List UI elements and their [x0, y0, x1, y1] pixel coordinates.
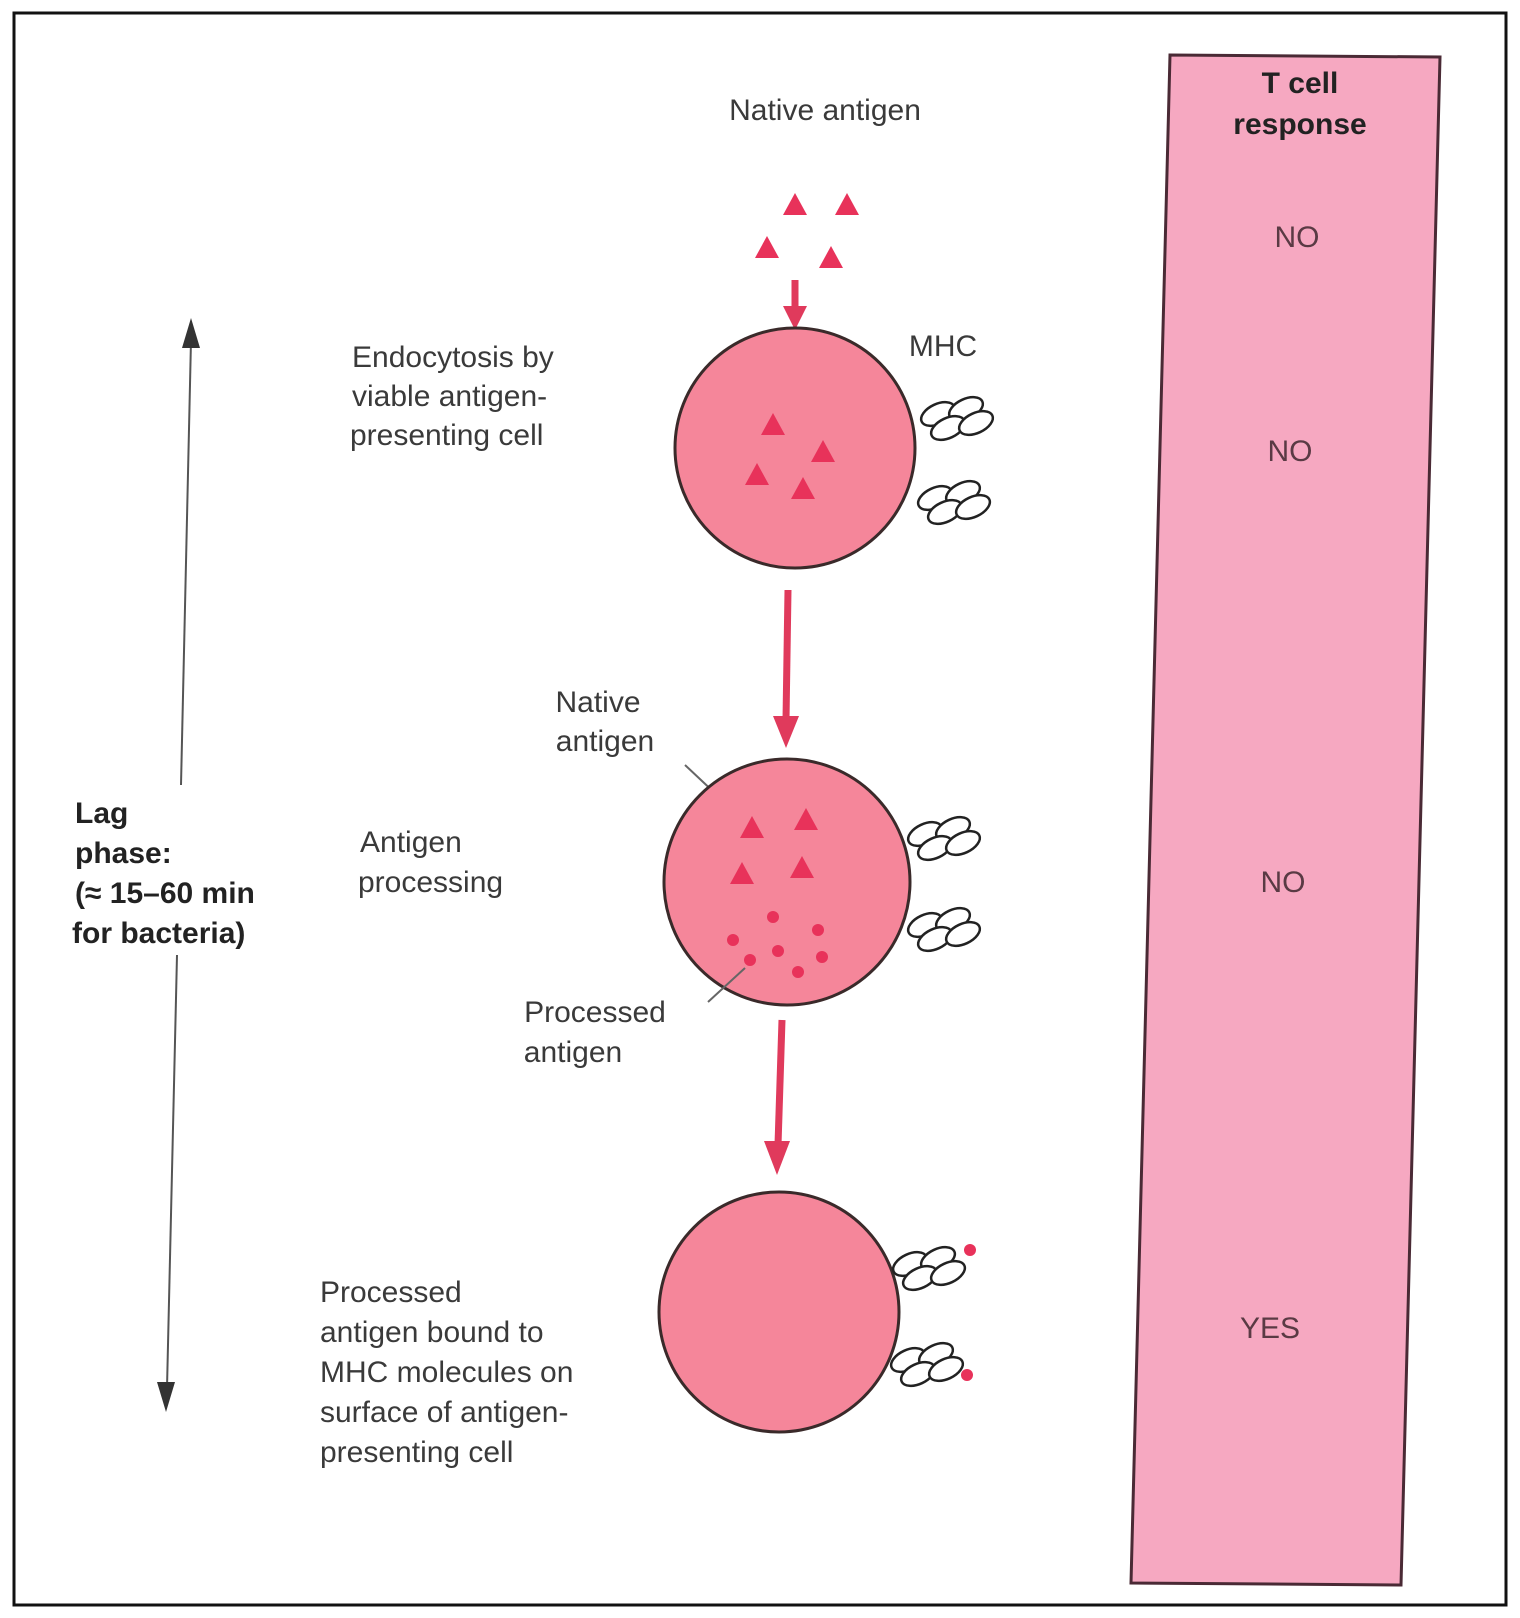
- response-value-4: YES: [1240, 1312, 1300, 1345]
- response-value-3: NO: [1261, 866, 1306, 899]
- step-3-line-4: surface of antigen-: [320, 1396, 568, 1429]
- mhc-molecule-icon: [913, 475, 995, 530]
- native-antigen-title: Native antigen: [729, 94, 921, 127]
- callout-processed-line-2: antigen: [524, 1036, 622, 1069]
- dot-processed-antigen-icon: [744, 954, 756, 966]
- callout-processed-line-1: Processed: [524, 996, 666, 1029]
- dot-processed-antigen-icon: [816, 951, 828, 963]
- step-3-line-1: Processed: [320, 1276, 462, 1309]
- dot-processed-antigen-icon: [727, 934, 739, 946]
- lag-arrowhead-bottom: [157, 1382, 175, 1412]
- response-panel-background: [1129, 53, 1442, 1587]
- step-3-label: Processed antigen bound to MHC molecules…: [320, 1276, 573, 1469]
- mhc-molecule-icon: [903, 811, 985, 866]
- lag-arrow-up: [180, 339, 192, 786]
- step-3-line-2: antigen bound to: [320, 1316, 544, 1349]
- triangle-antigen-icon: [761, 413, 785, 435]
- triangle-antigen-icon: [790, 856, 814, 878]
- figure-frame: [12, 11, 1508, 1607]
- response-value-1: NO: [1275, 221, 1320, 254]
- triangle-antigen-icon: [811, 440, 835, 462]
- step-arrow-1: [773, 589, 799, 748]
- lag-phase-line-2: phase:: [75, 837, 172, 870]
- lag-arrowhead-top: [182, 318, 200, 348]
- triangle-antigen-icon: [730, 862, 754, 884]
- dot-processed-antigen-icon: [961, 1369, 973, 1381]
- mhc-molecule-icon: [916, 391, 998, 446]
- step-2-label: Antigen processing: [358, 826, 503, 899]
- dot-processed-antigen-icon: [772, 945, 784, 957]
- mhc-label: MHC: [909, 330, 977, 363]
- callout-native-line-1: Native: [555, 686, 640, 719]
- panel-header-line-2: response: [1233, 108, 1366, 141]
- step-3-line-3: MHC molecules on: [320, 1356, 573, 1389]
- lag-phase-axis: Lag phase: (≈ 15–60 min for bacteria): [72, 318, 255, 1412]
- triangle-antigen-icon: [745, 463, 769, 485]
- step-2-line-1: Antigen: [360, 826, 462, 859]
- antigen-presenting-cell-3: [657, 1190, 901, 1434]
- triangle-antigen-icon: [835, 193, 859, 215]
- cell-2-processing: [662, 757, 985, 1007]
- callout-native-line-2: antigen: [556, 725, 654, 758]
- mhc-molecule-icon: [903, 902, 985, 957]
- lag-phase-line-1: Lag: [75, 797, 128, 830]
- lag-phase-line-3: (≈ 15–60 min: [75, 877, 255, 910]
- step-arrow-2: [764, 1019, 790, 1175]
- free-antigens: [755, 193, 859, 268]
- lag-arrow-down: [166, 954, 178, 1389]
- triangle-antigen-icon: [819, 246, 843, 268]
- mhc-molecule-icon: [886, 1337, 968, 1392]
- triangle-antigen-icon: [791, 477, 815, 499]
- step-1-line-2: viable antigen-: [352, 380, 547, 413]
- triangle-antigen-icon: [755, 236, 779, 258]
- antigen-presenting-cell-1: [673, 326, 917, 570]
- dot-processed-antigen-icon: [767, 911, 779, 923]
- step-2-line-2: processing: [358, 866, 503, 899]
- response-value-2: NO: [1268, 435, 1313, 468]
- lag-phase-line-4: for bacteria): [72, 917, 245, 950]
- t-cell-response-panel: T cell response NO NO NO YES: [1129, 53, 1442, 1587]
- triangle-antigen-icon: [740, 816, 764, 838]
- callout-processed-leader: [707, 967, 746, 1003]
- step-1-line-1: Endocytosis by: [352, 341, 554, 374]
- cell-3-presentation: [657, 1190, 976, 1434]
- uptake-arrow: [783, 280, 807, 330]
- triangle-antigen-icon: [783, 193, 807, 215]
- step-3-line-5: presenting cell: [320, 1436, 513, 1469]
- dot-processed-antigen-icon: [812, 924, 824, 936]
- antigen-presenting-cell-2: [662, 757, 912, 1007]
- dot-processed-antigen-icon: [964, 1244, 976, 1256]
- step-1-label: Endocytosis by viable antigen- presentin…: [350, 341, 554, 452]
- step-1-line-3: presenting cell: [350, 419, 543, 452]
- dot-processed-antigen-icon: [792, 966, 804, 978]
- cell-1-endocytosis: [673, 326, 998, 570]
- panel-header-line-1: T cell: [1262, 67, 1339, 100]
- triangle-antigen-icon: [794, 808, 818, 830]
- mhc-molecule-icon: [888, 1241, 970, 1296]
- processed-antigen-callout: Processed antigen: [524, 967, 746, 1069]
